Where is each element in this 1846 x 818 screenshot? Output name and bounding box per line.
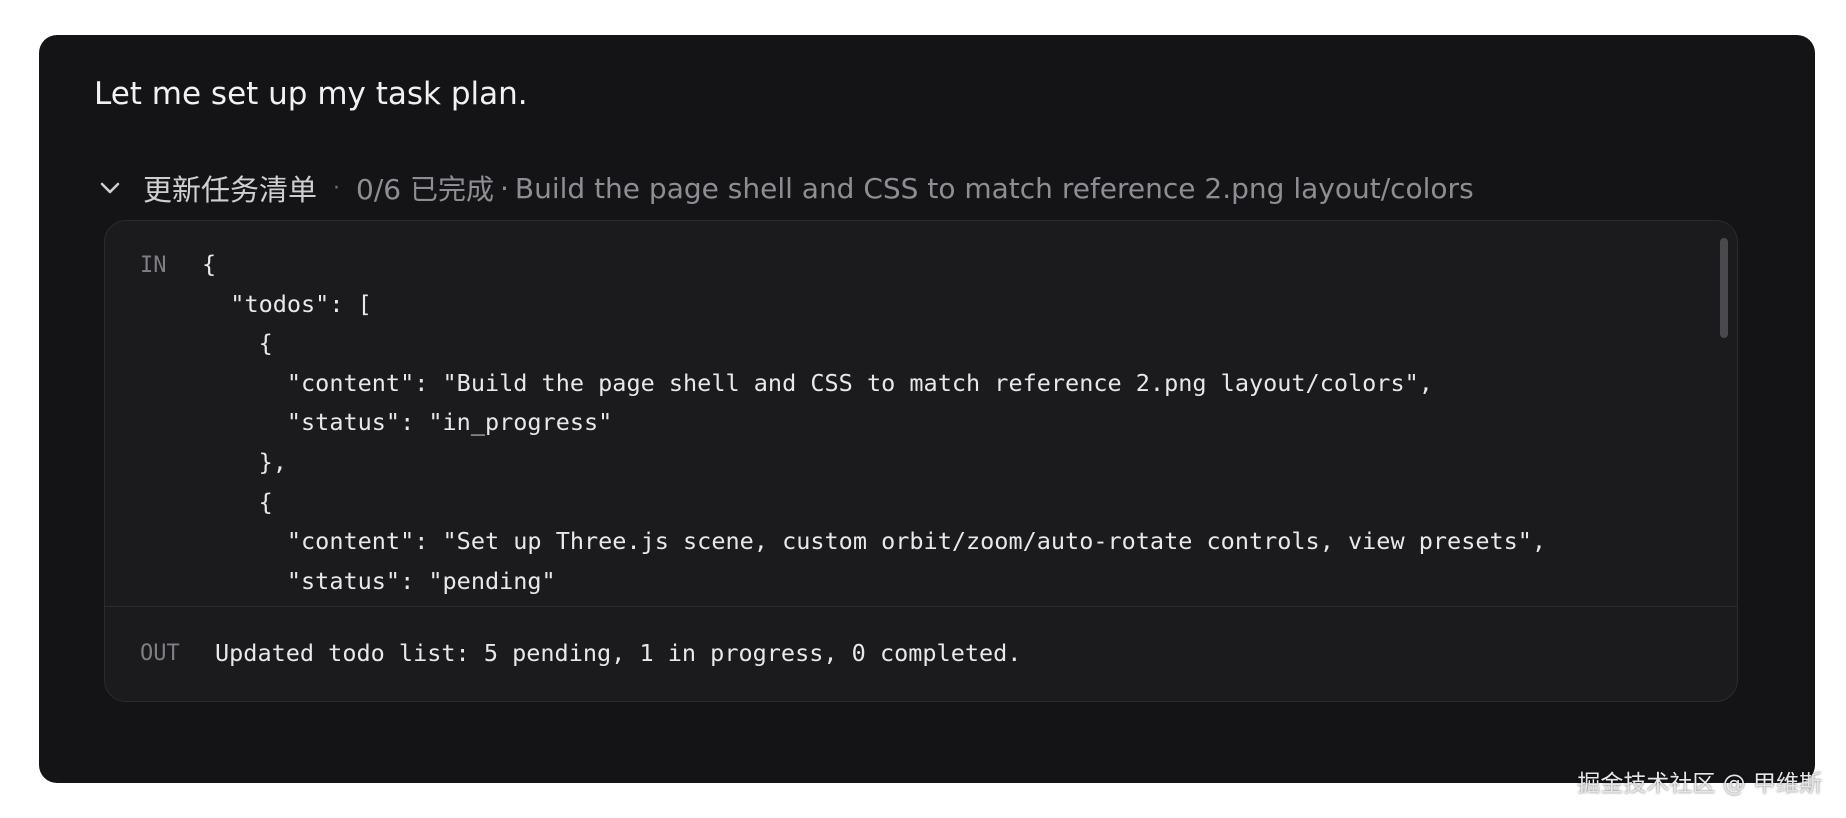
scrollbar-thumb[interactable] — [1720, 238, 1728, 338]
watermark-text: 掘金技术社区 @ 甲维斯 — [1577, 771, 1822, 797]
chevron-down-icon[interactable] — [97, 175, 123, 201]
tool-input-section[interactable]: IN { "todos": [ { "content": "Build the … — [105, 221, 1737, 606]
separator-dot: · — [333, 175, 341, 201]
io-divider — [105, 606, 1737, 607]
task-progress-count: 0/6 已完成 — [356, 173, 494, 206]
output-text: Updated todo list: 5 pending, 1 in progr… — [215, 639, 1022, 667]
summary-separator: · — [499, 171, 509, 205]
chat-message-panel: Let me set up my task plan. 更新任务清单 · 0/6… — [39, 35, 1815, 783]
assistant-message-text: Let me set up my task plan. — [94, 76, 528, 112]
output-label: OUT — [140, 641, 180, 666]
tool-call-header[interactable]: 更新任务清单 · 0/6 已完成 · Build the page shell … — [97, 168, 1474, 208]
input-code-block: { "todos": [ { "content": "Build the pag… — [202, 250, 1547, 595]
tool-call-title: 更新任务清单 — [143, 173, 318, 207]
current-task-summary: Build the page shell and CSS to match re… — [514, 171, 1474, 205]
tool-io-box: IN { "todos": [ { "content": "Build the … — [104, 220, 1738, 702]
input-label: IN — [140, 253, 167, 278]
